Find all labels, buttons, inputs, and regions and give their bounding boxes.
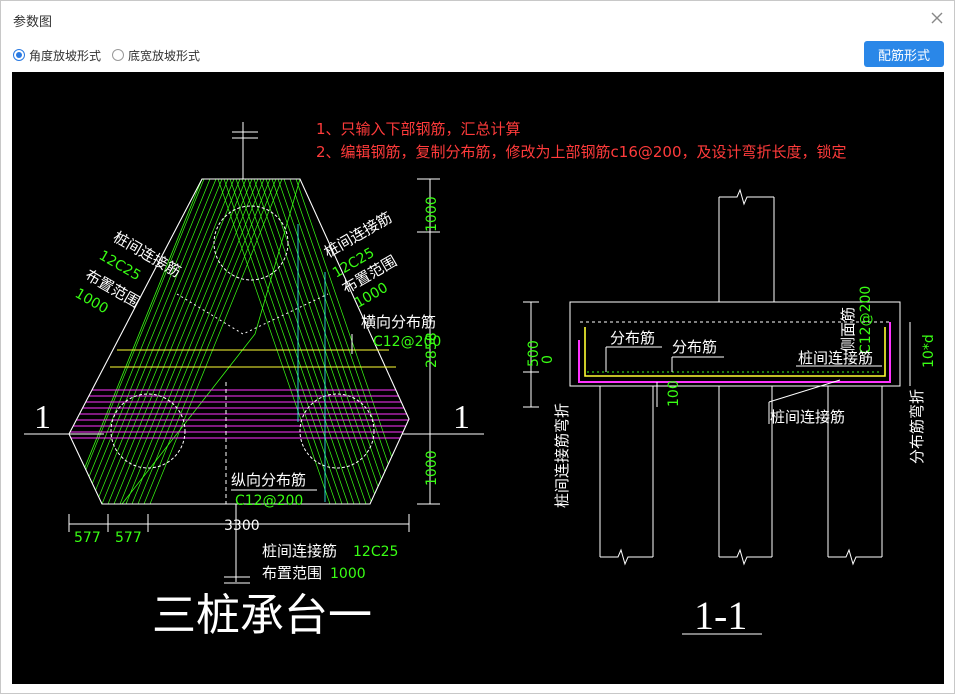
width-slope-label: 底宽放坡形式 [128, 48, 201, 63]
bottom-range-value: 1000 [330, 566, 366, 582]
hatch-line [217, 179, 331, 504]
hatch-line [101, 179, 235, 504]
longitudinal-label: 纵向分布筋 [231, 471, 306, 489]
note-2: 2、编辑钢筋，复制分布筋，修改为上部钢筋c16@200，及设计弯折长度，锁定 [316, 143, 847, 161]
title-bar: 参数图 [1, 1, 954, 37]
transverse-value: C12@200 [373, 334, 441, 350]
hatch-line [137, 179, 271, 504]
hatch-line [289, 179, 403, 504]
tie-label-bottom: 桩间连接筋 [770, 408, 845, 426]
cad-drawing: 1、只输入下部钢筋，汇总计算 2、编辑钢筋，复制分布筋，修改为上部钢筋c16@2… [24, 120, 937, 641]
left-bend-label: 桩间连接筋弯折 [553, 403, 571, 508]
hatch-line [149, 179, 283, 504]
section-mark-left: 1 [34, 399, 51, 436]
hatch-line [283, 179, 397, 504]
sec-dim-10d: 10*d [921, 334, 937, 368]
angle-slope-label: 角度放坡形式 [29, 48, 102, 63]
hatch-line [229, 179, 343, 504]
hatch-line [271, 179, 385, 504]
hatch-line [277, 179, 391, 504]
hatch-line [83, 179, 217, 504]
side-bar-value: C12@200 [858, 286, 874, 354]
angle-slope-radio[interactable]: 角度放坡形式 [13, 47, 101, 63]
bottom-tie-label: 桩间连接筋 [262, 542, 337, 560]
hatch-line [235, 179, 349, 504]
hatch-line [95, 179, 229, 504]
side-bar-label: 侧面筋 [839, 307, 857, 352]
transverse-label: 横向分布筋 [361, 313, 436, 331]
hatch-line [113, 179, 247, 504]
dim-bottom: 1000 [424, 450, 440, 486]
plan-view: 1 1 1000 2858 1000 3300 577 [24, 122, 484, 641]
hatch-line [143, 179, 277, 504]
sec-dim-500: 500 [526, 340, 542, 367]
plan-title: 三桩承台一 [152, 590, 372, 641]
hatch-line [77, 179, 211, 504]
hatch-line [259, 179, 373, 504]
dim-width: 3300 [224, 518, 260, 534]
bottom-range-label: 布置范围 [262, 564, 322, 582]
rebar-bands [69, 179, 409, 504]
hatch-line [265, 179, 379, 504]
longitudinal-value: C12@200 [235, 493, 303, 509]
dim-left-2: 577 [115, 530, 142, 546]
radio-checked-icon [13, 49, 25, 61]
drawing-canvas: 1、只输入下部钢筋，汇总计算 2、编辑钢筋，复制分布筋，修改为上部钢筋c16@2… [12, 72, 944, 684]
hatch-line [253, 179, 367, 504]
hatch-line [223, 179, 337, 504]
width-slope-radio[interactable]: 底宽放坡形式 [112, 47, 200, 63]
option-bar: 角度放坡形式 底宽放坡形式 [1, 39, 954, 69]
hatch-line [125, 179, 259, 504]
sec-dim-0: 0 [540, 355, 556, 364]
section-title: 1-1 [694, 593, 747, 638]
section-view: 500 0 桩间连接筋弯折 100 10*d 分布筋弯折 侧面筋 C12@200 [523, 188, 937, 638]
right-bend-label: 分布筋弯折 [908, 389, 926, 464]
sec-dim-100: 100 [666, 380, 682, 407]
hatch-line [71, 179, 205, 504]
dist-label-2: 分布筋 [672, 338, 717, 356]
dim-mid: 2858 [424, 332, 440, 368]
hatch-line [119, 179, 253, 504]
dim-top: 1000 [424, 196, 440, 232]
bottom-tie-value: 12C25 [353, 544, 398, 560]
tie-label-top: 桩间连接筋 [798, 349, 873, 367]
close-icon[interactable] [930, 11, 946, 27]
hatch-line [247, 179, 361, 504]
note-1: 1、只输入下部钢筋，汇总计算 [316, 120, 521, 138]
hatch-line [89, 179, 223, 504]
radio-unchecked-icon [112, 49, 124, 61]
hatch-line [131, 179, 265, 504]
dim-left-1: 577 [74, 530, 101, 546]
hatch-line [107, 179, 241, 504]
dialog-title: 参数图 [13, 14, 53, 29]
rebar-form-button[interactable]: 配筋形式 [864, 41, 944, 67]
section-mark-right: 1 [453, 399, 470, 436]
dist-label-1: 分布筋 [610, 329, 655, 347]
